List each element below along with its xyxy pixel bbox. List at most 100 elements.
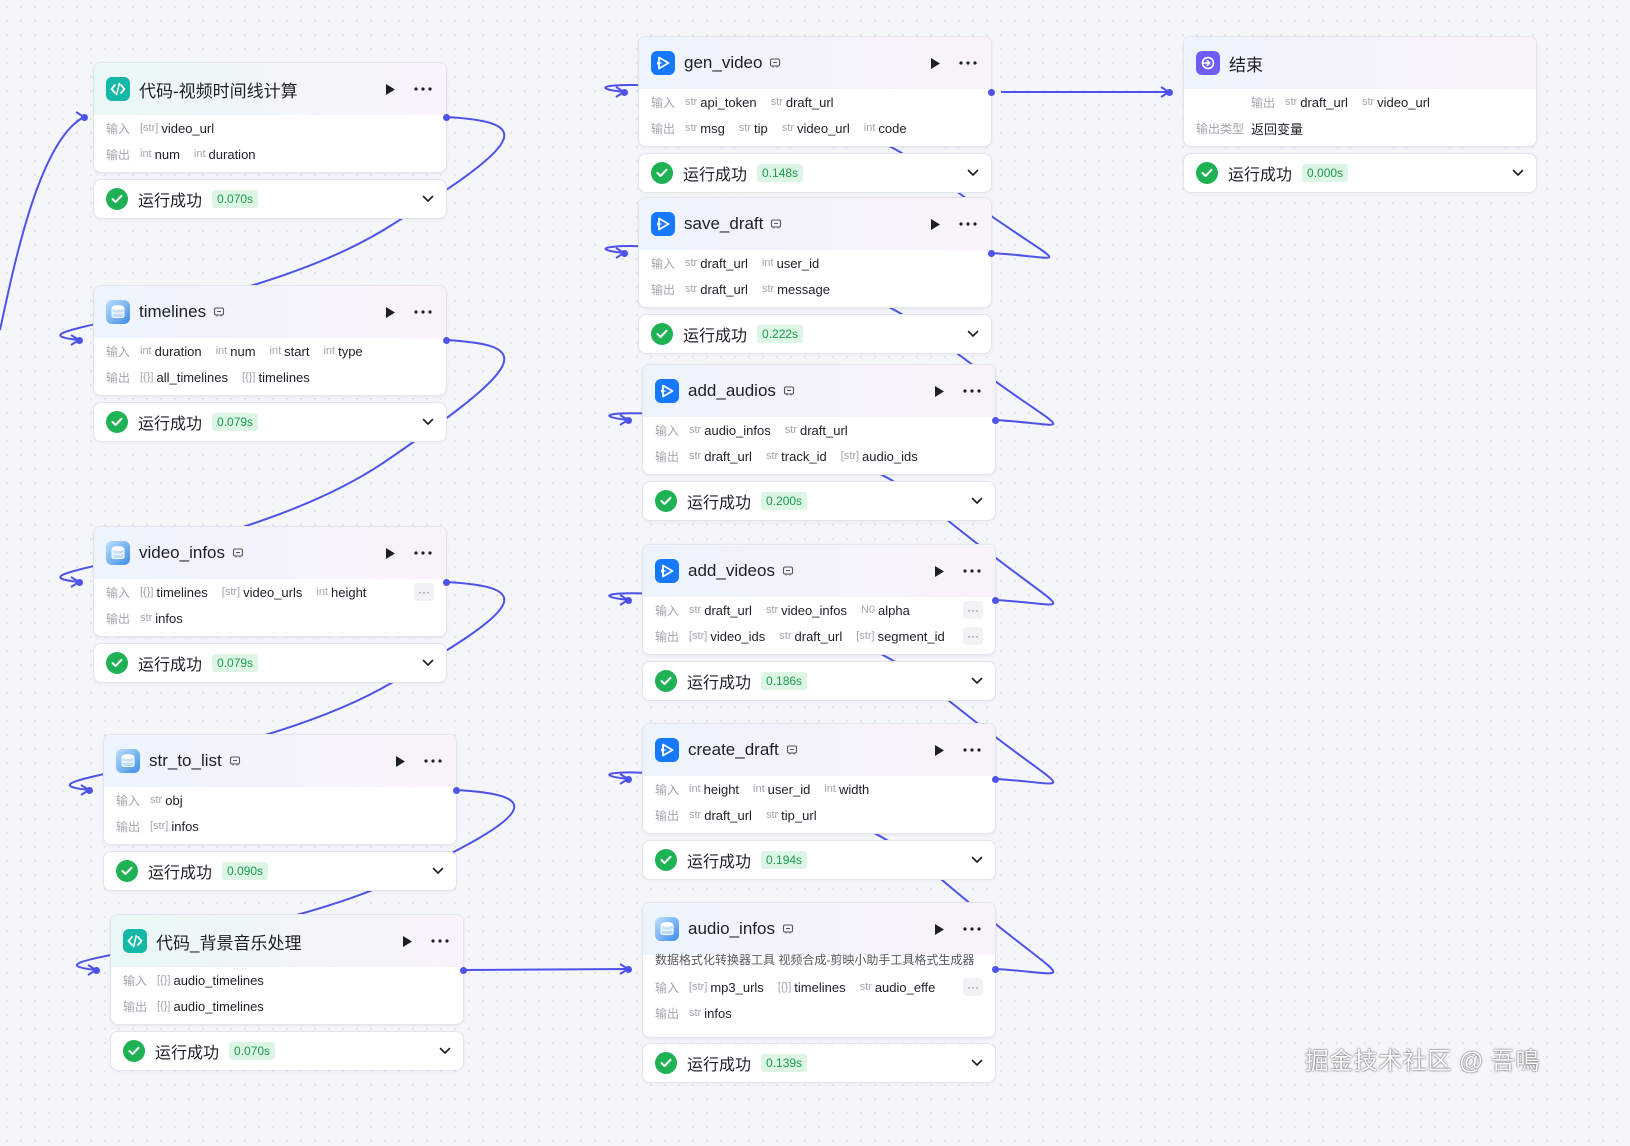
run-button[interactable] (929, 561, 949, 581)
run-button[interactable] (380, 543, 400, 563)
more-params-button[interactable]: ··· (414, 583, 434, 601)
run-button[interactable] (929, 740, 949, 760)
input-port[interactable] (75, 336, 83, 344)
chevron-down-icon[interactable] (967, 325, 979, 343)
chevron-down-icon[interactable] (971, 672, 983, 690)
media-icon (655, 379, 679, 403)
run-button[interactable] (929, 919, 949, 939)
output-port[interactable] (452, 786, 460, 794)
run-button[interactable] (380, 302, 400, 322)
chevron-down-icon[interactable] (1512, 164, 1524, 182)
output-port[interactable] (991, 596, 999, 604)
run-button[interactable] (925, 53, 945, 73)
output-port[interactable] (442, 113, 450, 121)
input-port[interactable] (620, 88, 628, 96)
output-port[interactable] (991, 775, 999, 783)
more-options-icon[interactable] (961, 740, 983, 760)
success-check-icon (655, 849, 677, 871)
output-port[interactable] (442, 578, 450, 586)
more-options-icon[interactable] (961, 381, 983, 401)
more-options-icon[interactable] (957, 53, 979, 73)
run-button[interactable] (390, 751, 410, 771)
node-title: gen_video (684, 53, 763, 72)
output-port[interactable] (991, 965, 999, 973)
more-options-icon[interactable] (422, 751, 444, 771)
input-port[interactable] (85, 786, 93, 794)
more-options-icon[interactable] (412, 543, 434, 563)
output-label: 输出 (655, 449, 680, 464)
run-button[interactable] (380, 79, 400, 99)
status-text: 运行成功 (683, 167, 748, 184)
node-header: timelines (94, 286, 446, 338)
run-button[interactable] (925, 214, 945, 234)
chevron-down-icon[interactable] (422, 413, 434, 431)
chevron-down-icon[interactable] (967, 164, 979, 182)
param-type: int (140, 345, 152, 357)
more-options-icon[interactable] (412, 79, 434, 99)
more-options-icon[interactable] (961, 561, 983, 581)
more-options-icon[interactable] (429, 931, 451, 951)
input-port[interactable] (80, 113, 88, 121)
chevron-down-icon[interactable] (432, 862, 444, 880)
input-port[interactable] (75, 578, 83, 586)
input-port[interactable] (624, 965, 632, 973)
param-tag: [str]audio_ids (841, 449, 918, 464)
input-port[interactable] (92, 966, 100, 974)
chevron-down-icon[interactable] (971, 492, 983, 510)
output-port[interactable] (987, 249, 995, 257)
more-params-button[interactable]: ··· (963, 627, 983, 645)
more-params-button[interactable]: ··· (963, 978, 983, 996)
chevron-down-icon[interactable] (971, 1054, 983, 1072)
input-port[interactable] (1165, 88, 1173, 96)
chevron-down-icon[interactable] (971, 851, 983, 869)
more-options-icon[interactable] (412, 302, 434, 322)
input-port[interactable] (624, 596, 632, 604)
more-options-icon[interactable] (961, 919, 983, 939)
input-port[interactable] (624, 416, 632, 424)
param-tag: [{}]timelines (242, 370, 310, 385)
output-port[interactable] (991, 416, 999, 424)
chevron-down-icon[interactable] (439, 1042, 451, 1060)
input-port[interactable] (624, 775, 632, 783)
param-name: draft_url (794, 628, 843, 644)
param-name: obj (165, 792, 183, 808)
output-port[interactable] (442, 336, 450, 344)
output-port[interactable] (459, 966, 467, 974)
param-name: draft_url (799, 422, 848, 438)
output-port[interactable] (987, 88, 995, 96)
more-params-button[interactable]: ··· (963, 601, 983, 619)
param-name: num (230, 343, 256, 359)
chevron-down-icon[interactable] (422, 654, 434, 672)
run-button[interactable] (397, 931, 417, 951)
input-port[interactable] (620, 249, 628, 257)
run-button[interactable] (929, 381, 949, 401)
chevron-down-icon[interactable] (422, 190, 434, 208)
more-options-icon[interactable] (957, 214, 979, 234)
